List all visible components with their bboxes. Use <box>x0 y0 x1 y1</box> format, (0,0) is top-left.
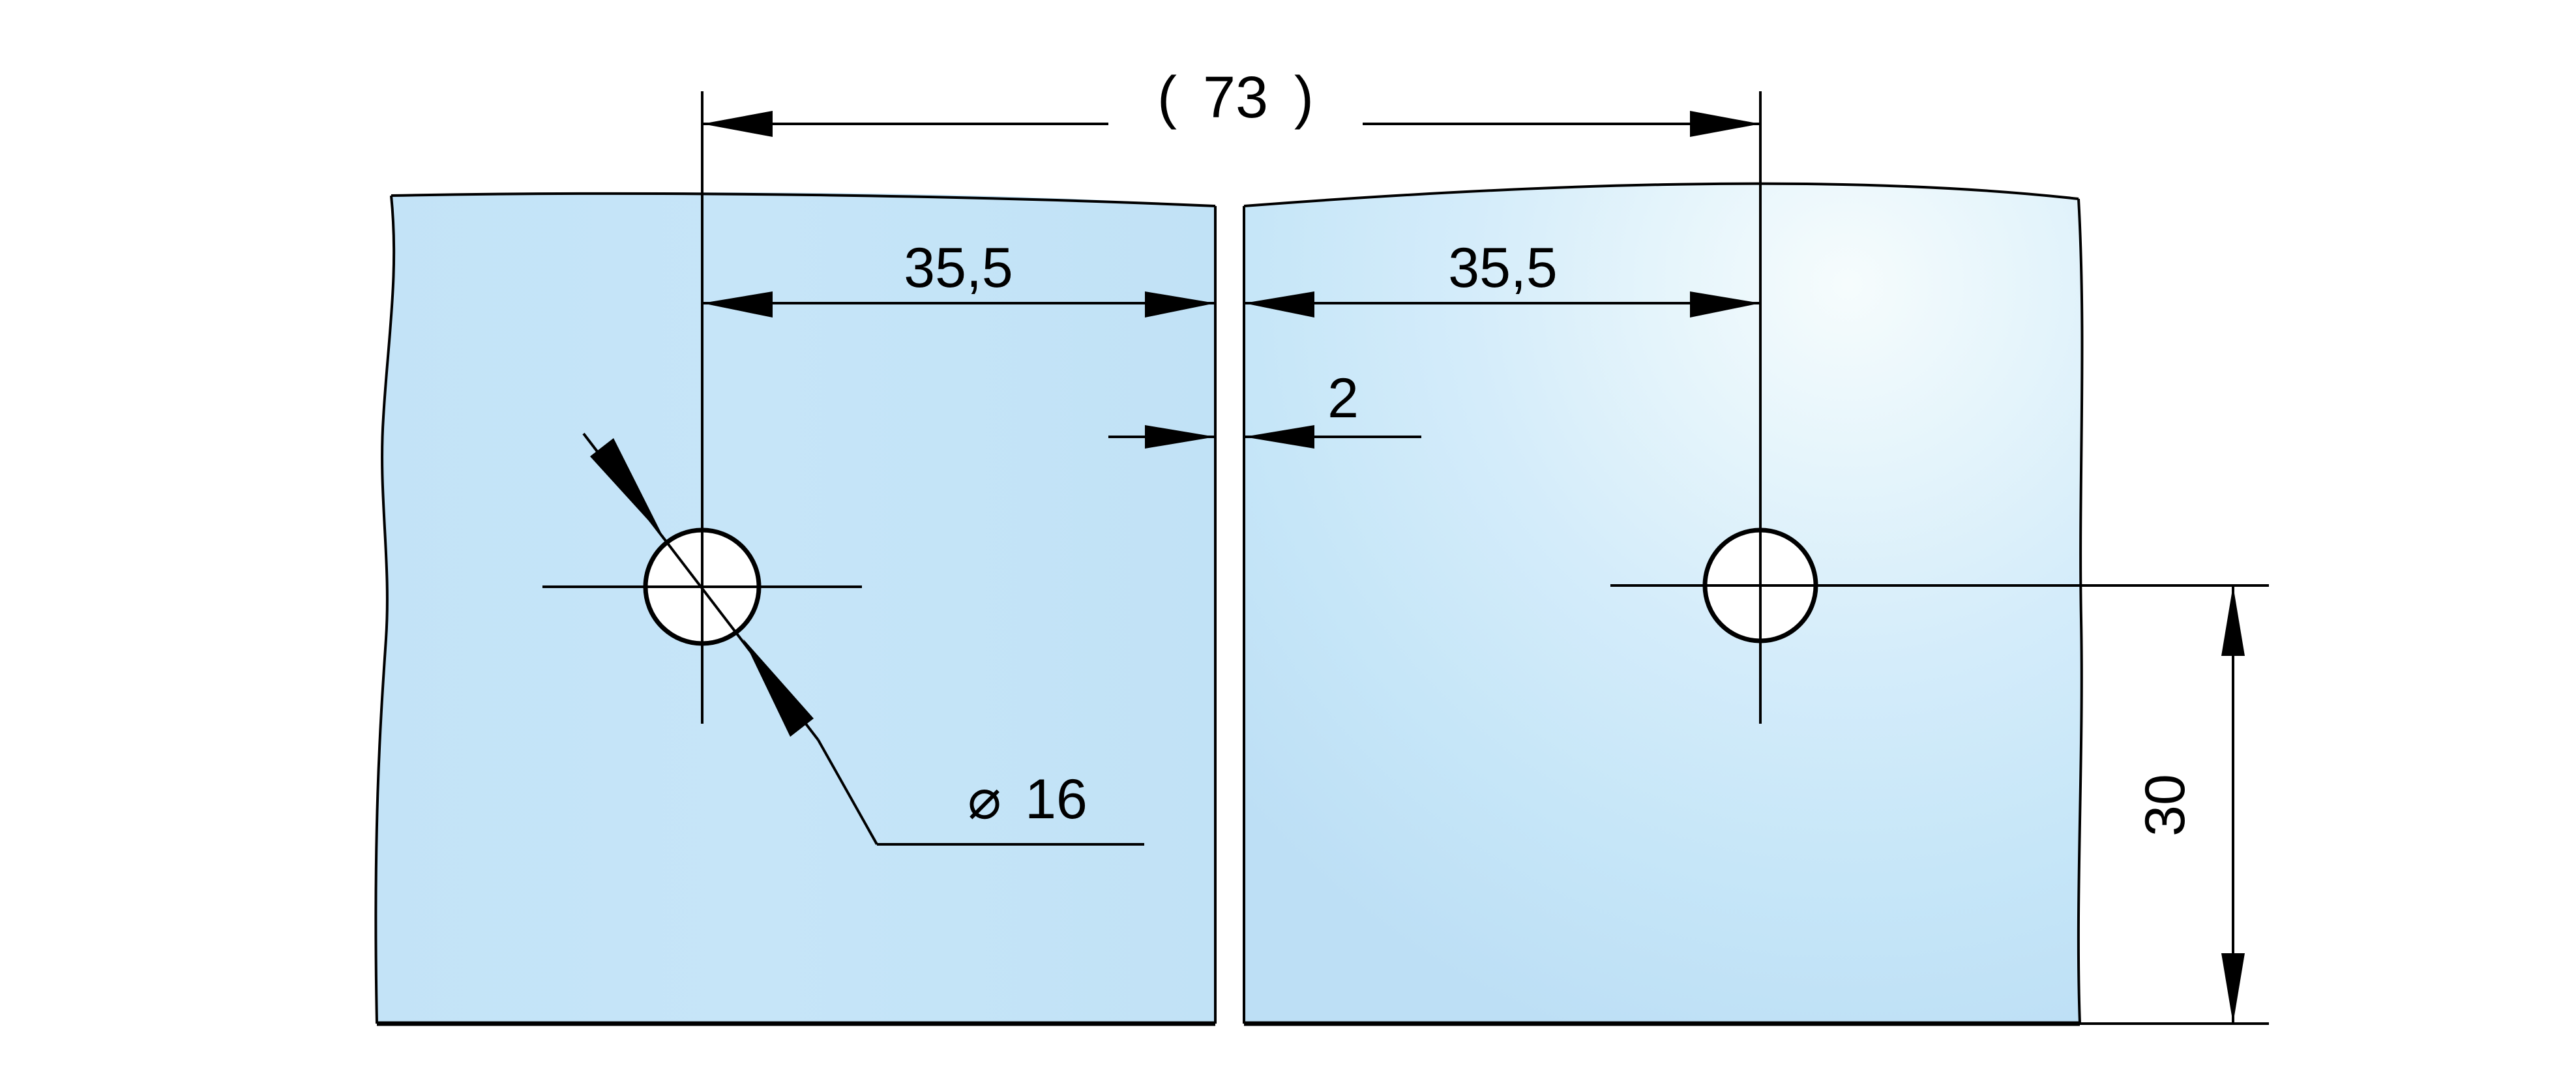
dim-gap-2-arrow-right <box>1244 425 1314 449</box>
dim-73-value: 73 <box>1203 65 1268 130</box>
right-glass-panel <box>1243 182 2084 1026</box>
diameter-symbol: ⌀ <box>968 768 1001 831</box>
dimension-hole-diameter: ⌀ 16 <box>582 432 1144 846</box>
right-panel-break-edge <box>2077 198 2084 1024</box>
right-hole <box>1610 450 2269 724</box>
dim-73-paren-open: ( <box>1157 65 1177 130</box>
dim-73-arrow-left <box>702 111 773 137</box>
dimension-edge-distance-30: 30 <box>1989 585 2269 1025</box>
left-panel-fill <box>376 192 1215 1024</box>
dimension-overall-73: ( 73 ) <box>702 65 1760 156</box>
dim-left-35-5-arrow-left <box>702 291 773 318</box>
dim-gap-2-value: 2 <box>1327 367 1359 430</box>
dimension-gap-2: 2 <box>1108 367 1421 449</box>
dim-right-35-5-arrow-right <box>1690 291 1760 318</box>
dim-30-value: 30 <box>2134 774 2197 837</box>
right-panel-top-edge <box>1243 182 2079 207</box>
diameter-arrow-lower <box>743 639 814 737</box>
diameter-leader-elbow <box>817 739 878 845</box>
dim-right-35-5-arrow-left <box>1244 291 1314 318</box>
dim-30-arrow-bottom <box>2221 953 2245 1024</box>
diameter-arrow-upper <box>590 438 663 537</box>
left-glass-panel <box>374 192 1217 1026</box>
dimension-right-35-5: 35,5 <box>1244 237 1760 318</box>
dimension-left-35-5: 35,5 <box>702 237 1215 318</box>
dim-73-text-mask <box>1108 95 1363 156</box>
dim-73-paren-close: ) <box>1294 65 1314 130</box>
dim-left-35-5-value: 35,5 <box>904 237 1013 299</box>
left-panel-top-edge <box>391 192 1216 207</box>
left-panel-break-edge <box>374 195 396 1024</box>
dim-left-35-5-arrow-right <box>1145 291 1215 318</box>
dim-30-arrow-top <box>2221 585 2245 656</box>
dim-right-35-5-value: 35,5 <box>1448 237 1557 299</box>
dim-73-arrow-right <box>1690 111 1760 137</box>
diameter-value: 16 <box>1025 768 1088 831</box>
right-panel-fill <box>1244 183 2082 1024</box>
dim-gap-2-arrow-left <box>1145 425 1215 449</box>
